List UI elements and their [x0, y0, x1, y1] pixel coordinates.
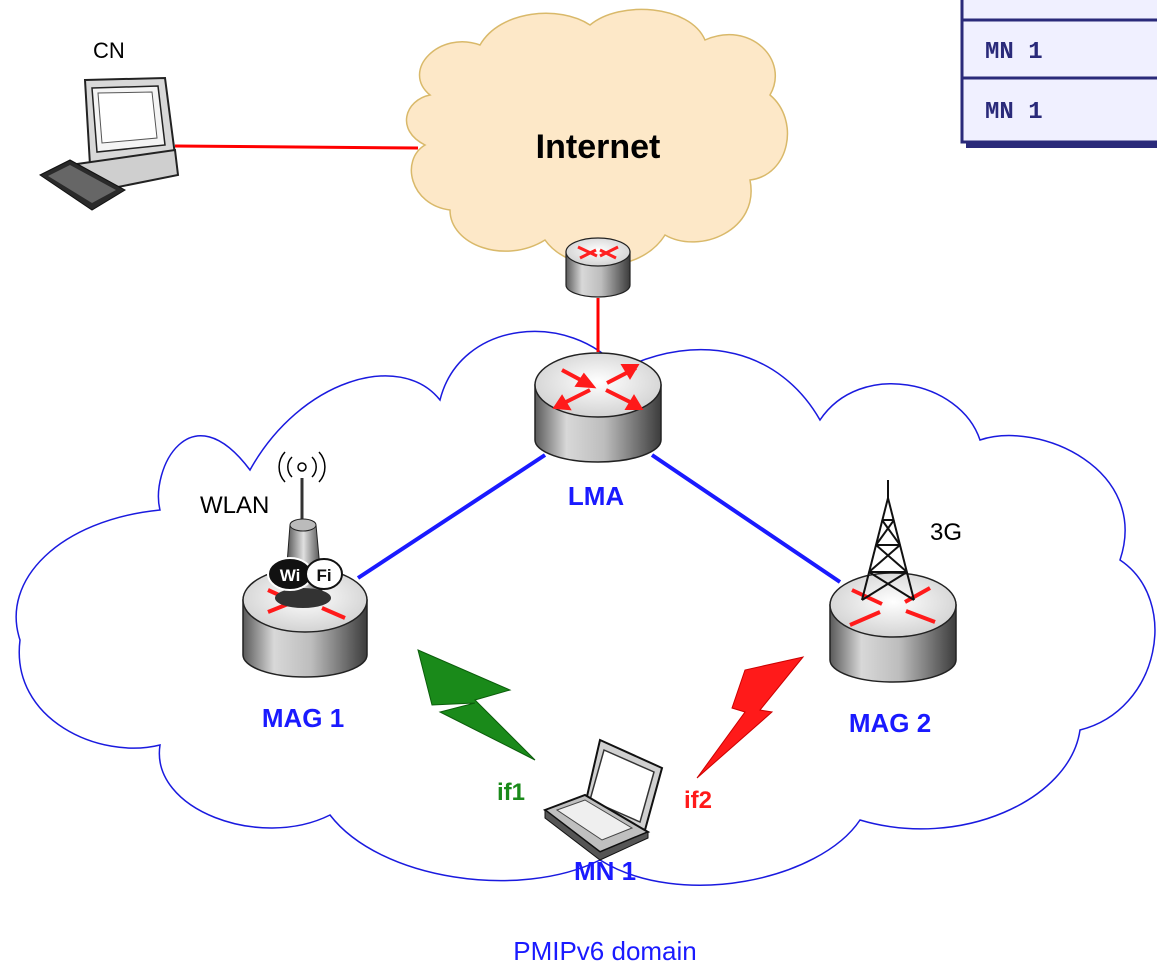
cell-tower-icon	[861, 480, 915, 601]
mag2-label: MAG 2	[849, 708, 931, 738]
if2-label: if2	[684, 787, 712, 814]
binding-table: MN 1 MN 1	[960, 0, 1157, 148]
cn-computer-icon	[39, 76, 180, 211]
mn1-label: MN 1	[574, 856, 636, 886]
if2-wireless-signal-icon	[696, 656, 805, 779]
if1-wireless-signal-icon	[417, 649, 536, 761]
lma-router-icon	[534, 352, 662, 463]
wifi-signal-icon	[278, 451, 326, 483]
wifi-logo-wi: Wi	[280, 566, 301, 585]
internet-cloud	[405, 8, 789, 267]
table-row-2-label: MN 1	[985, 99, 1043, 126]
table-row-1-label: MN 1	[985, 39, 1043, 66]
domain-label: PMIPv6 domain	[513, 936, 697, 966]
wifi-logo-fi: Fi	[316, 566, 331, 585]
wifi-logo-icon: Wi Fi	[267, 557, 343, 591]
link-cn-internet	[174, 144, 419, 150]
pmipv6-domain-cloud	[15, 330, 1156, 886]
mag2-router-icon	[829, 572, 957, 683]
internet-router-icon	[565, 237, 631, 298]
mn1-laptop-icon	[542, 738, 664, 861]
lma-label: LMA	[568, 481, 625, 511]
link-lma-mag2	[650, 453, 842, 584]
mag1-label: MAG 1	[262, 703, 344, 733]
internet-label: Internet	[536, 128, 661, 166]
link-lma-mag1	[356, 453, 547, 580]
wlan-label: WLAN	[200, 492, 269, 519]
cn-label: CN	[93, 38, 125, 63]
3g-label: 3G	[930, 519, 962, 546]
if1-label: if1	[497, 779, 525, 806]
